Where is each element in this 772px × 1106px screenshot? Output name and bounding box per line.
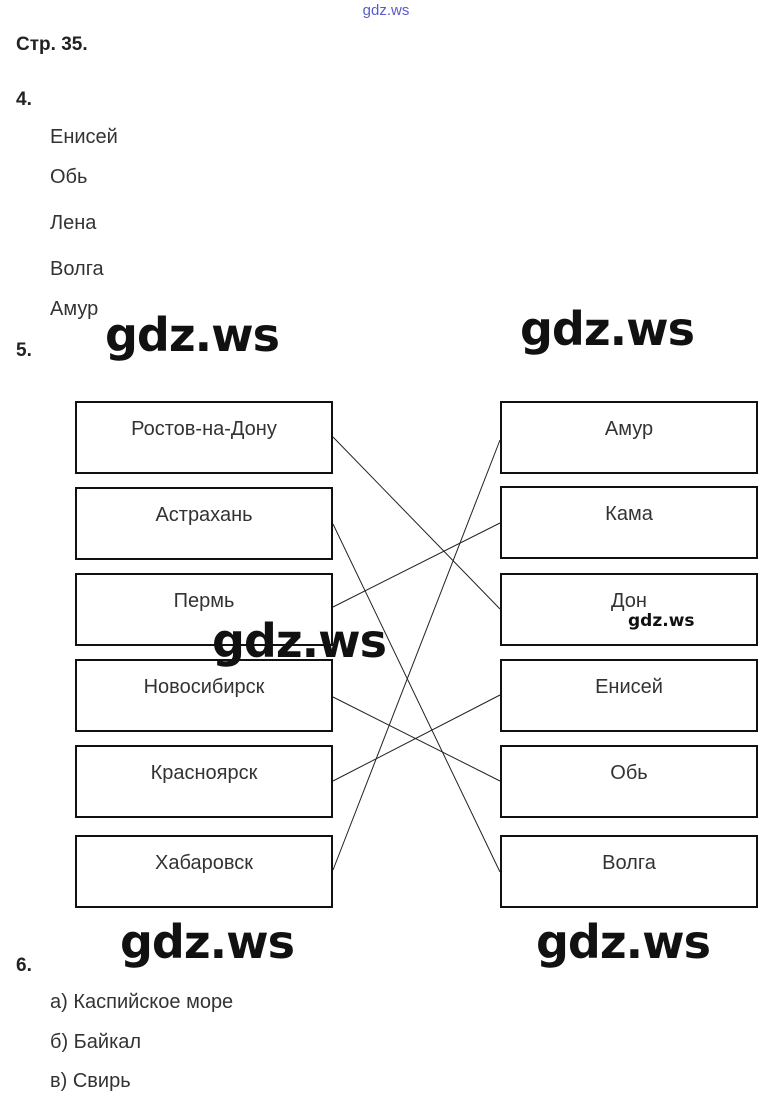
task6-number: 6.: [16, 955, 32, 976]
task6-item: в) Свирь: [50, 1070, 131, 1092]
connection-line-khabarovsk-amur: [332, 439, 501, 871]
city-box: Новосибирск: [75, 659, 333, 732]
watermark: gdz.ws: [120, 915, 295, 969]
watermark: gdz.ws: [628, 611, 695, 631]
task4-number: 4.: [16, 89, 32, 110]
task6-item: б) Байкал: [50, 1031, 142, 1053]
river-box: Волга: [500, 835, 758, 908]
watermark: gdz.ws: [105, 308, 280, 362]
connection-line-krasnoyarsk-yenisei: [332, 694, 501, 782]
city-box: Хабаровск: [75, 835, 333, 908]
task4-item: Амур: [50, 298, 99, 320]
river-box: Енисей: [500, 659, 758, 732]
city-box: Пермь: [75, 573, 333, 646]
task4-item: Волга: [50, 258, 104, 280]
page-label: Стр. 35.: [16, 34, 88, 55]
task5-number: 5.: [16, 340, 32, 361]
city-box: Астрахань: [75, 487, 333, 560]
connection-line-astrakhan-volga: [332, 523, 501, 873]
city-box: Ростов-на-Дону: [75, 401, 333, 474]
task4-item: Енисей: [50, 126, 118, 148]
connection-line-novosibirsk-ob: [332, 696, 501, 782]
connection-line-perm-kama: [332, 522, 501, 608]
city-box: Красноярск: [75, 745, 333, 818]
task4-item: Обь: [50, 166, 88, 188]
task6-item: а) Каспийское море: [50, 991, 234, 1013]
river-box: Обь: [500, 745, 758, 818]
river-box: Амур: [500, 401, 758, 474]
connection-line-rostov-don: [332, 436, 501, 610]
river-box: Дон: [500, 573, 758, 646]
watermark: gdz.ws: [520, 302, 695, 356]
task4-item: Лена: [50, 212, 97, 234]
river-box: Кама: [500, 486, 758, 559]
watermark-top: gdz.ws: [362, 2, 410, 19]
watermark: gdz.ws: [212, 614, 387, 668]
watermark: gdz.ws: [536, 915, 711, 969]
